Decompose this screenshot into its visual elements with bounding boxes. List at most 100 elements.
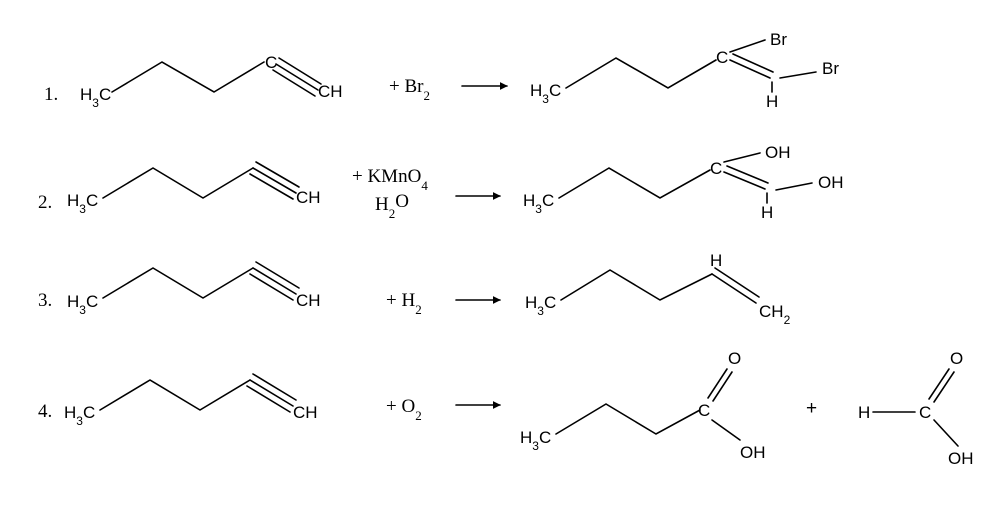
subscript-3: 3 bbox=[542, 92, 549, 106]
ch3-label: H3C bbox=[520, 428, 551, 453]
ch2-label: CH2 bbox=[759, 302, 791, 327]
o-label: O bbox=[395, 191, 409, 212]
reaction-4-number: 4. bbox=[38, 401, 52, 422]
double-bond-line-1 bbox=[711, 273, 757, 304]
reaction-2-reactant: H3C CH bbox=[67, 161, 321, 216]
subscript-3: 3 bbox=[76, 414, 83, 428]
reaction-2-number: 2. bbox=[38, 192, 52, 213]
reaction-1: 1. H3C C CH + Br2 H3C C Br Br H bbox=[44, 30, 839, 111]
subscript-3: 3 bbox=[537, 304, 544, 318]
c-oh-bond bbox=[711, 419, 741, 441]
terminal-ch-label: CH bbox=[293, 403, 318, 422]
bromine-right-label: Br bbox=[822, 59, 839, 78]
reaction-4-reactant: H3C CH bbox=[64, 373, 318, 428]
reaction-3-number: 3. bbox=[38, 290, 52, 311]
ch3-label: H3C bbox=[523, 191, 554, 216]
carbon-chain bbox=[565, 57, 717, 89]
hydrogen-label: H bbox=[766, 92, 778, 111]
reagent-o2: + O2 bbox=[386, 396, 422, 423]
carbon-chain bbox=[102, 167, 254, 199]
c-oh-bond bbox=[723, 152, 761, 163]
terminal-ch-label: CH bbox=[318, 82, 343, 101]
carbonyl-c-label: C bbox=[698, 401, 710, 420]
triple-bond-line-2 bbox=[255, 161, 300, 188]
reaction-3: 3. H3C CH + H2 H3C H CH2 bbox=[38, 251, 791, 327]
ch3-label: H3C bbox=[525, 293, 556, 318]
triple-bond-line-2 bbox=[252, 373, 297, 401]
reaction-1-reactant: H3C C CH bbox=[80, 53, 343, 110]
c-br-bond bbox=[729, 39, 766, 53]
ch3-label: H3C bbox=[67, 191, 98, 216]
subscript-3: 3 bbox=[535, 202, 542, 216]
hydrogen-label: H bbox=[761, 203, 773, 222]
triple-bond-line-1 bbox=[275, 63, 319, 91]
reaction-3-product: H3C H CH2 bbox=[525, 251, 791, 327]
reaction-4: 4. H3C CH + O2 H3C C O OH + H C bbox=[38, 349, 974, 468]
oxygen-label: O bbox=[728, 349, 741, 368]
reaction-2-product: H3C C OH OH H bbox=[523, 143, 844, 222]
carbon-chain bbox=[555, 403, 701, 435]
formic-acid-product: H C O OH bbox=[858, 349, 974, 468]
triple-bond-line-1 bbox=[252, 167, 297, 194]
subscript-2: 2 bbox=[415, 302, 422, 317]
triple-bond-line-2 bbox=[278, 57, 322, 85]
double-bond-line-2 bbox=[933, 371, 955, 403]
hydroxyl-label: OH bbox=[948, 449, 974, 468]
carbon-chain bbox=[111, 61, 265, 93]
subscript-2: 2 bbox=[389, 206, 396, 221]
triple-bond-line-3 bbox=[272, 69, 316, 97]
double-bond-line-1 bbox=[723, 171, 766, 190]
hydrogen-label: H bbox=[858, 403, 870, 422]
carbon-chain bbox=[560, 269, 713, 301]
subscript-2: 2 bbox=[415, 408, 422, 423]
ch3-label: H3C bbox=[67, 292, 98, 317]
c-oh-bond bbox=[933, 419, 959, 447]
c-br-bond-right bbox=[779, 71, 817, 79]
terminal-ch-label: CH bbox=[296, 188, 321, 207]
double-bond-line-1 bbox=[928, 368, 950, 400]
oxygen-label: O bbox=[950, 349, 963, 368]
reagent-h2o: H2O bbox=[375, 191, 409, 221]
c-oh-bond-right bbox=[775, 182, 813, 191]
double-bond-line-1 bbox=[707, 368, 728, 399]
subscript-3: 3 bbox=[92, 96, 99, 110]
subscript-2: 2 bbox=[784, 313, 791, 327]
plus-sign: + bbox=[806, 398, 817, 419]
hydroxyl-top-label: OH bbox=[765, 143, 791, 162]
reagent-br2: + Br2 bbox=[389, 76, 430, 103]
double-bond-line-2 bbox=[714, 267, 760, 298]
carbon-chain bbox=[99, 379, 251, 411]
ch3-label: H3C bbox=[64, 403, 95, 428]
subscript-3: 3 bbox=[79, 303, 86, 317]
product-c-label: C bbox=[716, 48, 728, 67]
triple-bond-line-3 bbox=[249, 273, 294, 301]
double-bond-line-2 bbox=[712, 371, 733, 402]
triple-bond-line-2 bbox=[255, 261, 300, 289]
butanoic-acid-product: H3C C O OH bbox=[520, 349, 766, 462]
ch3-label: H3C bbox=[530, 81, 561, 106]
double-bond-line-2 bbox=[732, 53, 774, 73]
reaction-2: 2. H3C CH + KMnO4 H2O H3C C OH OH H bbox=[38, 143, 844, 222]
triple-bond-line-1 bbox=[252, 267, 297, 295]
product-c-label: C bbox=[710, 159, 722, 178]
subscript-4: 4 bbox=[421, 178, 428, 193]
subscript-3: 3 bbox=[79, 202, 86, 216]
reagent-h2: + H2 bbox=[386, 290, 422, 317]
reagent-kmno4: + KMnO4 bbox=[352, 166, 428, 193]
triple-bond-line-3 bbox=[246, 385, 291, 413]
carbon-chain bbox=[102, 267, 254, 299]
subscript-2: 2 bbox=[423, 88, 430, 103]
ch3-label: H3C bbox=[80, 85, 111, 110]
subscript-3: 3 bbox=[532, 439, 539, 453]
hydroxyl-label: OH bbox=[740, 443, 766, 462]
alkyne-carbon-label: C bbox=[265, 53, 277, 72]
reaction-1-product: H3C C Br Br H bbox=[530, 30, 839, 111]
carbonyl-c-label: C bbox=[919, 403, 931, 422]
triple-bond-line-1 bbox=[249, 379, 294, 407]
terminal-ch-label: CH bbox=[296, 291, 321, 310]
h-label: H bbox=[80, 85, 92, 104]
c-label: C bbox=[99, 85, 111, 104]
triple-bond-line-3 bbox=[249, 173, 294, 200]
reaction-1-number: 1. bbox=[44, 84, 58, 105]
